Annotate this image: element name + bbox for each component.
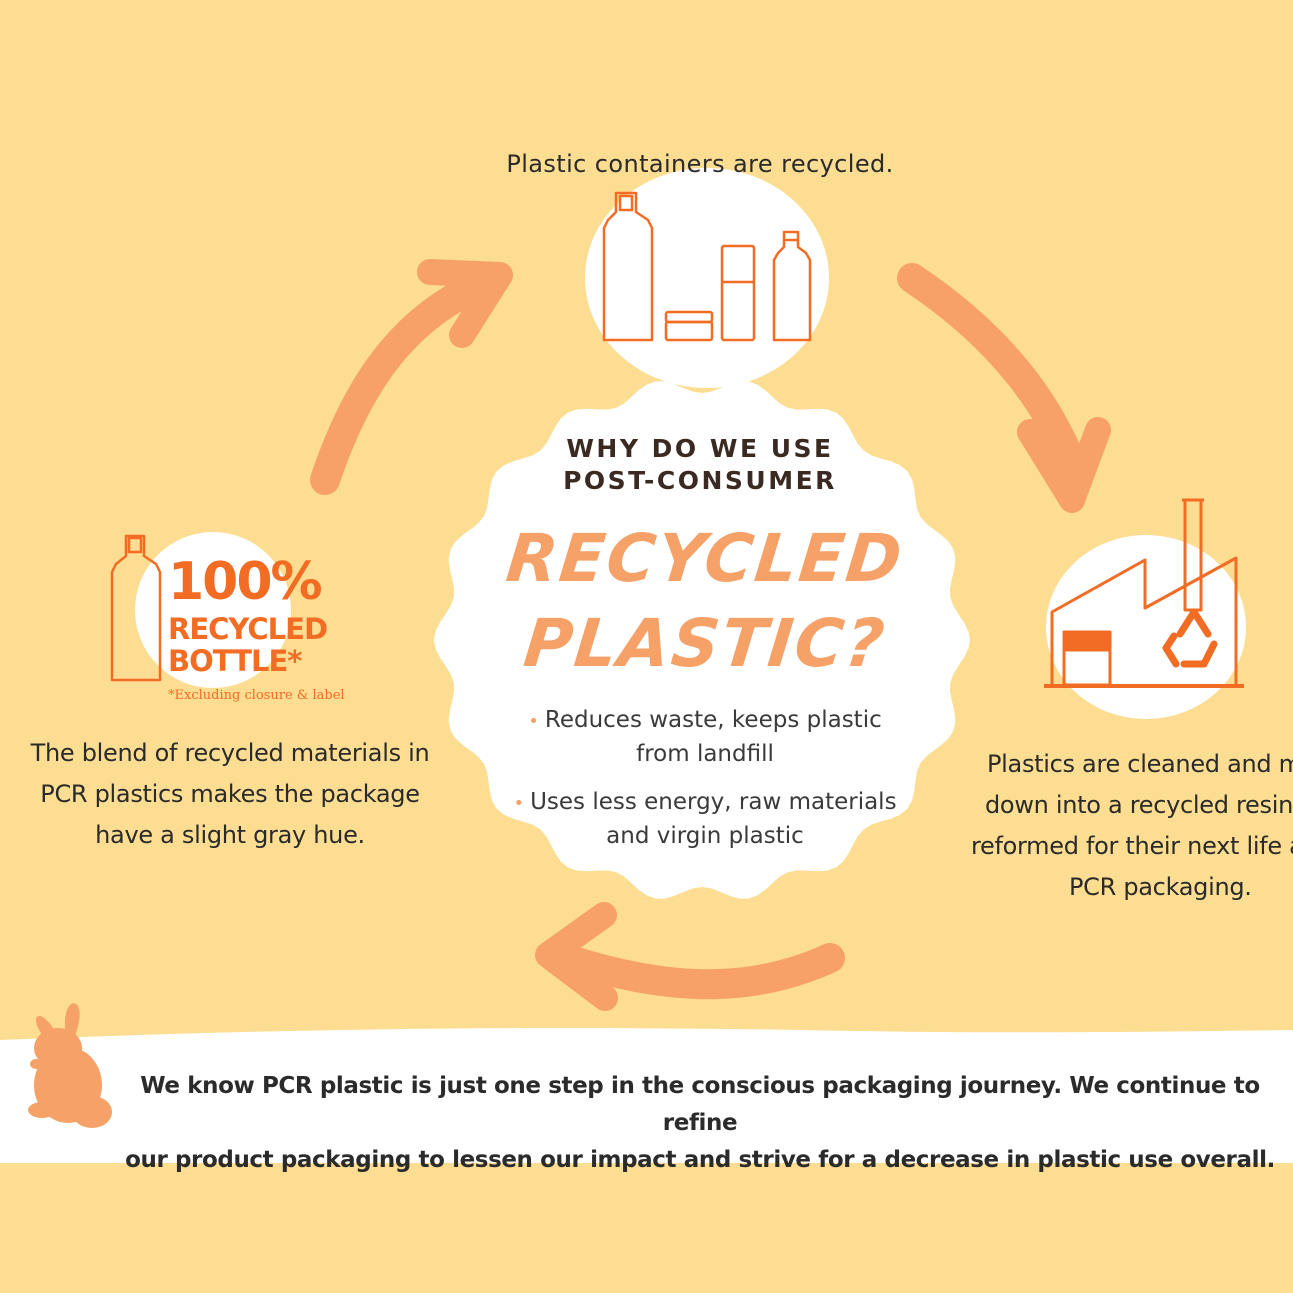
badge-line2-word: BOTTLE [168,644,288,678]
footer-statement: We know PCR plastic is just one step in … [120,1068,1280,1179]
bullet-2-line2: and virgin plastic [606,823,804,849]
recycle-symbol-icon [1162,608,1218,668]
badge-line2: BOTTLE* [168,644,302,678]
left-caption-line3: have a slight gray hue. [95,821,365,849]
badge-asterisk: * [287,644,302,678]
arrow-bottom-to-left [555,943,845,1000]
arrow-left-to-top-head [417,259,513,348]
arrow-top-to-right [897,263,1083,470]
arrow-left-to-top [310,270,495,495]
right-caption-line2: down into a recycled resin, t [985,791,1293,819]
right-caption-line4: PCR packaging. [1069,873,1252,901]
bottle-icon [110,534,162,682]
right-step-caption: Plastics are cleaned and mel down into a… [965,744,1293,908]
bullet-1-line2: from landfill [636,741,774,767]
badge-note: *Excluding closure & label [168,688,345,703]
center-bullet-2: •Uses less energy, raw materials and vir… [505,786,905,853]
right-caption-line3: reformed for their next life as [971,832,1293,860]
center-heading-line2: POST-CONSUMER [563,466,837,495]
badge-backdrop [135,532,291,688]
cycle-arrows [310,259,1111,1011]
right-caption-line1: Plastics are cleaned and mel [987,750,1293,778]
top-step-caption: Plastic containers are recycled. [506,150,894,178]
bullet-1-line1: Reduces waste, keeps plastic [544,707,882,733]
left-caption-line2: PCR plastics makes the package [40,780,420,808]
bullet-2-line1: Uses less energy, raw materials [530,789,897,815]
left-step-caption: The blend of recycled materials in PCR p… [20,733,440,856]
footer-line1: We know PCR plastic is just one step in … [140,1073,1260,1136]
center-scallop-badge [434,381,970,899]
containers-backdrop [585,168,829,388]
center-bullet-1: •Reduces waste, keeps plastic from landf… [505,704,905,771]
bullet-dot-icon: • [513,793,525,814]
footer-line2: our product packaging to lessen our impa… [125,1147,1275,1173]
center-heading-line1: WHY DO WE USE [566,434,834,463]
footer-band [0,1028,1293,1163]
badge-line1: RECYCLED [168,612,328,646]
left-caption-line1: The blend of recycled materials in [30,739,430,767]
bullet-dot-icon: • [528,711,539,732]
badge-percent: 100% [168,552,323,612]
bunny-icon [28,1003,112,1128]
arrow-top-to-right-head [1017,417,1111,513]
arrow-bottom-to-left-head [535,902,618,1011]
plastic-containers-icon [602,191,812,342]
